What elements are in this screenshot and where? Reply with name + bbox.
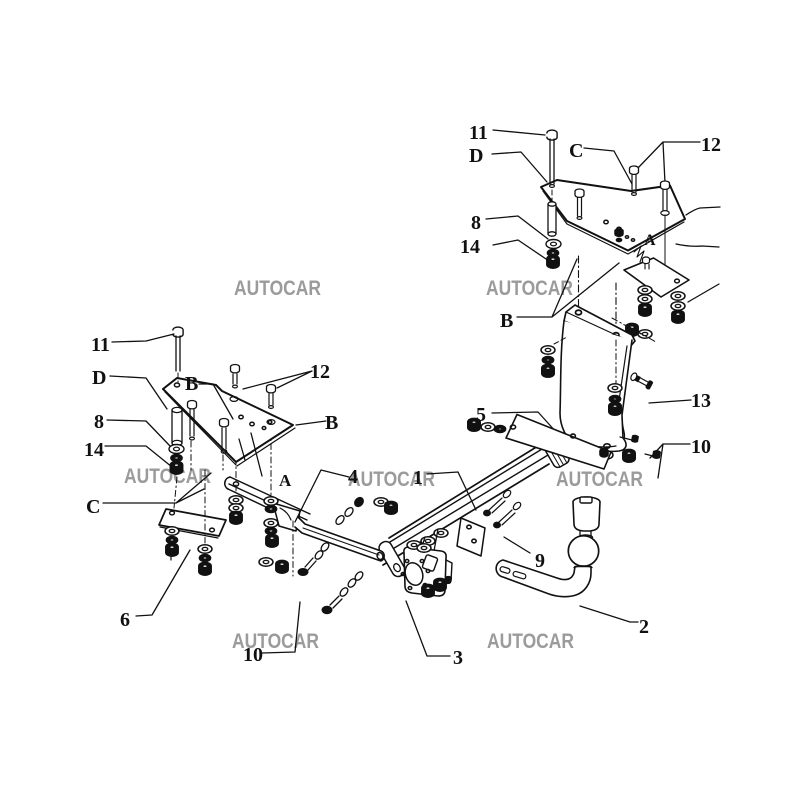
svg-text:AUTOCAR: AUTOCAR — [124, 464, 211, 488]
svg-text:AUTOCAR: AUTOCAR — [234, 276, 321, 300]
svg-text:6: 6 — [120, 609, 130, 631]
svg-text:B: B — [325, 412, 338, 434]
svg-text:AUTOCAR: AUTOCAR — [232, 629, 319, 653]
svg-text:14: 14 — [460, 236, 480, 258]
svg-text:AUTOCAR: AUTOCAR — [487, 629, 574, 653]
svg-text:C: C — [86, 496, 100, 518]
svg-text:A: A — [644, 232, 656, 249]
svg-text:8: 8 — [94, 411, 104, 433]
svg-text:3: 3 — [453, 647, 463, 669]
svg-text:9: 9 — [535, 550, 545, 572]
svg-text:B: B — [185, 373, 198, 395]
svg-text:14: 14 — [84, 439, 104, 461]
svg-text:B: B — [500, 310, 513, 332]
svg-text:4: 4 — [348, 466, 358, 488]
svg-text:AUTOCAR: AUTOCAR — [348, 467, 435, 491]
svg-text:10: 10 — [691, 436, 711, 458]
svg-text:12: 12 — [701, 134, 721, 156]
svg-text:AUTOCAR: AUTOCAR — [486, 276, 573, 300]
svg-text:D: D — [92, 367, 106, 389]
svg-text:AUTOCAR: AUTOCAR — [556, 467, 643, 491]
svg-text:C: C — [569, 140, 583, 162]
svg-text:1: 1 — [413, 467, 423, 489]
svg-text:10: 10 — [243, 644, 263, 666]
svg-text:D: D — [469, 145, 483, 167]
svg-text:11: 11 — [469, 122, 488, 144]
svg-text:A: A — [279, 471, 292, 490]
svg-text:5: 5 — [476, 404, 486, 426]
svg-text:13: 13 — [691, 390, 711, 412]
svg-text:12: 12 — [310, 361, 330, 383]
svg-text:8: 8 — [471, 212, 481, 234]
svg-text:2: 2 — [639, 616, 649, 638]
svg-text:11: 11 — [91, 334, 110, 356]
